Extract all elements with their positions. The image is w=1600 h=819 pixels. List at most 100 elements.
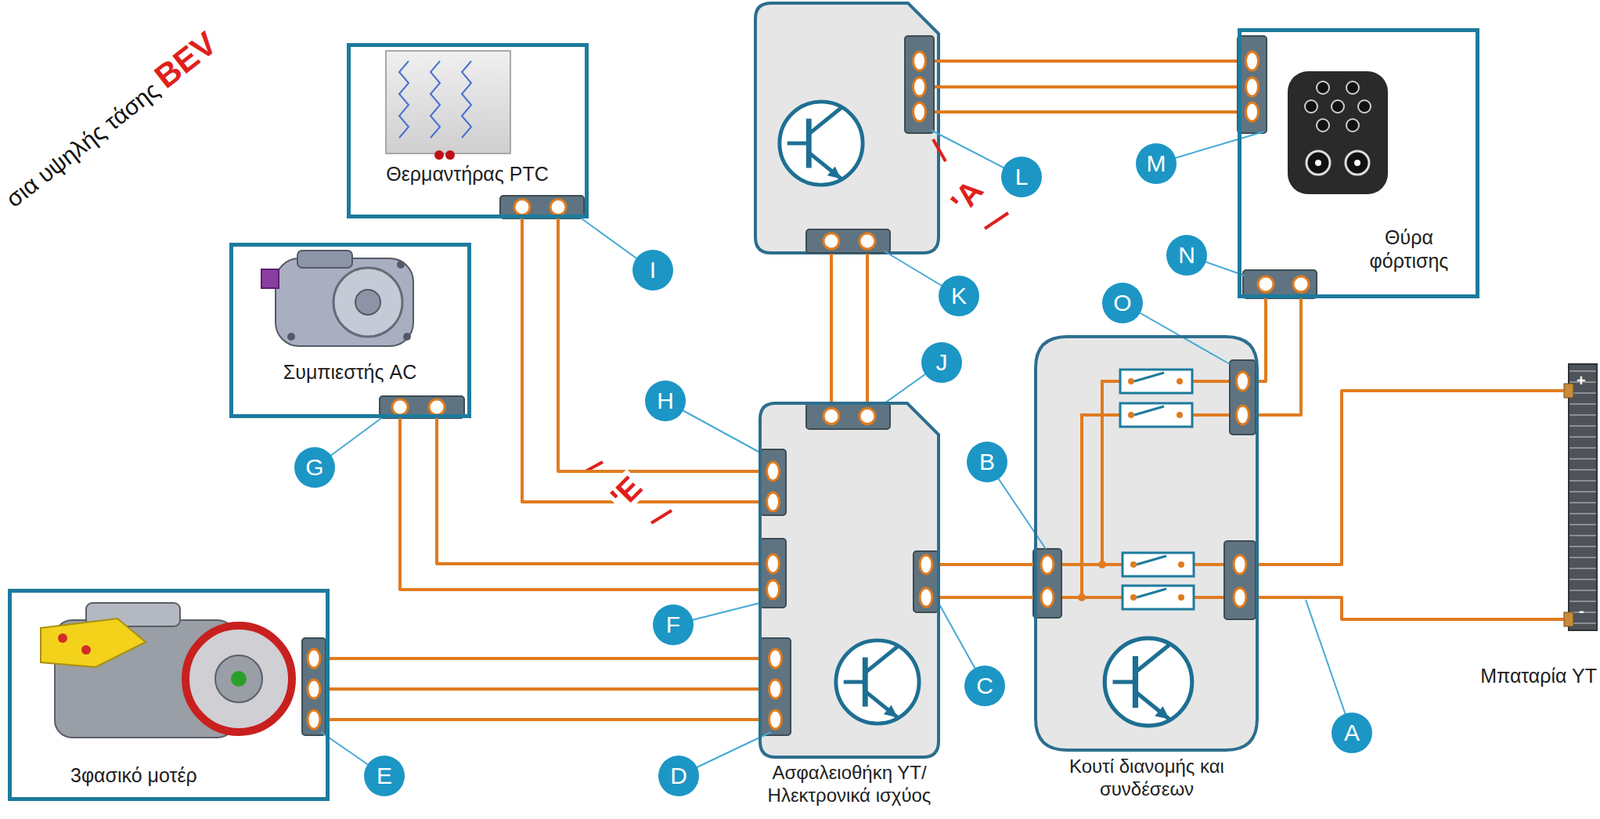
leader-lines (314, 129, 1352, 776)
terminal-sign: - (1578, 602, 1585, 619)
connector-pin (514, 199, 530, 216)
callout-wrapper: M (1135, 143, 1177, 184)
ptc-heater-picture (385, 50, 511, 160)
connector-housing (806, 403, 891, 429)
connector-pin (1041, 554, 1054, 574)
callout-letter: D (658, 755, 700, 797)
graphic-part (355, 289, 381, 315)
connector-pin (767, 461, 780, 481)
connector-pin (913, 51, 927, 71)
connector-housing (760, 637, 791, 736)
handwritten-mark: 'Α (943, 172, 990, 220)
title-wrapper: σια υψηλής τάσηςBEV (0, 24, 224, 215)
contactor-switch (1120, 403, 1193, 427)
connector-housing (760, 538, 786, 608)
connector-pin (919, 587, 933, 607)
box-outline-path (760, 403, 939, 757)
switch-blade (1136, 555, 1167, 565)
component-label: Θύρα φόρτισης (1358, 225, 1460, 273)
connector-housings (302, 36, 1317, 736)
connector-pin (913, 102, 927, 122)
callout-wrapper: K (938, 275, 980, 317)
ac-compressor-picture (261, 250, 414, 346)
component-label: Κουτί διανομής και συνδέσεων (1029, 755, 1265, 801)
switch-contact (1176, 378, 1183, 385)
box-outline (760, 403, 939, 757)
callout-letter: I (632, 249, 674, 291)
connector-pin (1293, 276, 1309, 292)
callout-letter: B (966, 441, 1008, 483)
connector-pin (767, 492, 780, 512)
callout-wrapper: F (652, 604, 694, 646)
graphic-part (275, 258, 414, 346)
graphic-part (396, 260, 405, 269)
callout-wrapper: I (632, 249, 674, 291)
connector-housing (1237, 36, 1267, 134)
component-box: Θερμαντήρας PTC (346, 43, 589, 219)
hv-wire (831, 252, 868, 404)
callout-letter: N (1166, 234, 1208, 276)
hv-cable (522, 218, 761, 502)
callout-letter: E (363, 755, 405, 797)
junction-dot (1077, 593, 1086, 602)
connector-pin (1246, 77, 1259, 97)
callout-letter: M (1135, 143, 1177, 184)
connector-housing (913, 551, 939, 613)
graphic-part (1316, 81, 1330, 94)
contactor-switch (1120, 369, 1193, 393)
switch-contact (1130, 594, 1137, 601)
graphic-part (230, 670, 247, 687)
connector-housing (1224, 540, 1256, 620)
graphic-part (651, 510, 672, 523)
connector-pin (1236, 405, 1250, 425)
connector-pin (1246, 102, 1259, 122)
switch-contact (1130, 561, 1137, 568)
connector-housing (1033, 548, 1062, 618)
connector-pin (1233, 554, 1247, 574)
switch-contact (1176, 411, 1183, 419)
switch-blade (1136, 588, 1167, 598)
connector-pin (767, 554, 780, 573)
connector-pin (1257, 276, 1274, 292)
distribution-fill (1035, 336, 1258, 750)
graphic-part (1346, 81, 1359, 94)
component-label: Ασφαλειοθήκη ΥΤ/ Ηλεκτρονικά ισχύος (751, 761, 948, 808)
connector-pin (428, 399, 445, 415)
box-outline (1035, 336, 1258, 750)
component-box: 3φασικό μοτέρ (7, 588, 330, 801)
component-box: Συμπιεστής AC (229, 242, 472, 419)
graphic-part (445, 150, 455, 160)
connector-pin (767, 580, 780, 599)
callout-wrapper: L (1001, 156, 1042, 198)
connector-housing (760, 449, 786, 516)
connector-pin (859, 408, 876, 425)
component-box: Κουτί διανομής και συνδέσεων (1035, 336, 1258, 750)
connector-housing (500, 195, 584, 219)
component-label: 3φασικό μοτέρ (70, 763, 198, 787)
connector-housing (806, 229, 891, 253)
switch-contact (1127, 378, 1135, 385)
graphic-part (1287, 71, 1388, 195)
hv-wire (1081, 381, 1230, 598)
contactor-switch (1122, 552, 1194, 577)
graphic-part (1331, 100, 1345, 113)
diagram-title: σια υψηλής τάσης (0, 76, 165, 213)
red-annotation-marks (585, 139, 1009, 523)
connector-pin (307, 709, 321, 729)
graphic-part (1358, 100, 1371, 113)
callout-wrapper: E (363, 755, 405, 797)
callout-letter: J (921, 342, 963, 383)
label-wrapper: - (1578, 602, 1585, 619)
graphic-part (57, 633, 68, 643)
connector-housing (1229, 360, 1256, 435)
hv-cable (325, 658, 761, 720)
connector-pin (919, 554, 933, 574)
graphic-part (1354, 159, 1361, 166)
callout-letter: K (938, 275, 980, 317)
transistor-symbol (836, 640, 919, 724)
graphic-part (984, 212, 1009, 229)
connector-pin (550, 199, 566, 216)
graphic-part (1315, 159, 1322, 166)
graphic-part (185, 625, 292, 732)
callout-wrapper: D (658, 755, 700, 797)
